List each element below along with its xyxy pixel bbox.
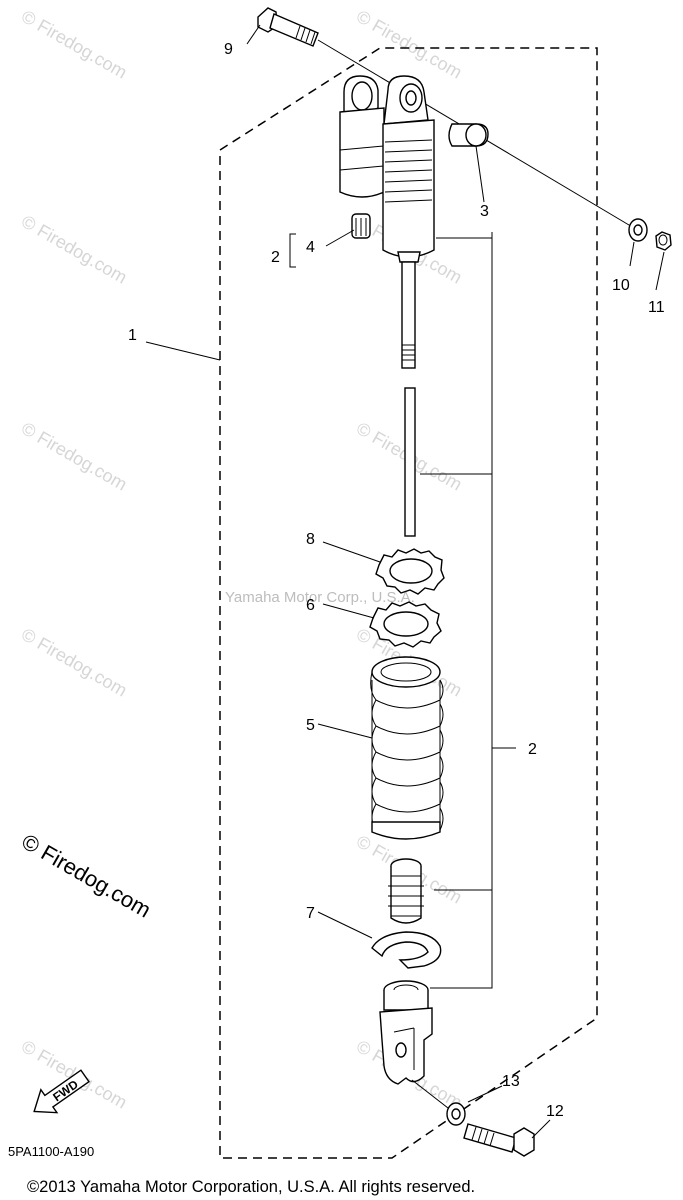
axis-line [411, 1079, 449, 1109]
damper-rod [404, 387, 416, 537]
callout-10: 10 [612, 277, 630, 294]
bolt-9 [257, 7, 319, 47]
spring-5 [370, 656, 444, 840]
washer-10 [628, 218, 648, 242]
diagram-code: 5PA1100-A190 [8, 1144, 94, 1159]
bump-stopper [388, 858, 424, 924]
washer-13 [446, 1102, 466, 1126]
callout-7: 7 [306, 905, 315, 922]
callouts: 1 9 3 2 4 10 11 8 6 5 2 7 13 12 [128, 41, 665, 1120]
valve-cap-4 [351, 213, 371, 239]
callout-12: 12 [546, 1103, 564, 1120]
callout-11: 11 [648, 299, 665, 316]
bushing-3 [448, 123, 489, 147]
watermark: © Firedog.com [18, 624, 130, 700]
bolt-12 [463, 1123, 535, 1157]
locknut-8 [375, 548, 445, 595]
firedog-watermark: © Firedog.com [18, 829, 156, 923]
callout-1: 1 [128, 327, 137, 344]
callout-4: 4 [306, 239, 315, 256]
watermark: © Firedog.com [18, 211, 130, 287]
copyright: ©2013 Yamaha Motor Corporation, U.S.A. A… [27, 1178, 475, 1196]
callout-2: 2 [271, 249, 280, 266]
shock-body [339, 75, 435, 369]
adjuster-nut-6 [369, 601, 442, 648]
callout-13: 13 [502, 1073, 520, 1090]
leader-lines [145, 24, 665, 1139]
callout-2b: 2 [528, 741, 537, 758]
callout-9: 9 [224, 41, 233, 58]
nut-11 [655, 231, 672, 251]
spring-guide-7 [371, 931, 442, 969]
callout-6: 6 [306, 597, 315, 614]
callout-5: 5 [306, 717, 315, 734]
lower-clevis [379, 980, 433, 1085]
watermark: © Firedog.com [18, 6, 130, 82]
callout-8: 8 [306, 531, 315, 548]
center-watermark: Yamaha Motor Corp., U.S.A. [225, 589, 415, 606]
callout-3: 3 [480, 203, 489, 220]
watermark: © Firedog.com [18, 418, 130, 494]
